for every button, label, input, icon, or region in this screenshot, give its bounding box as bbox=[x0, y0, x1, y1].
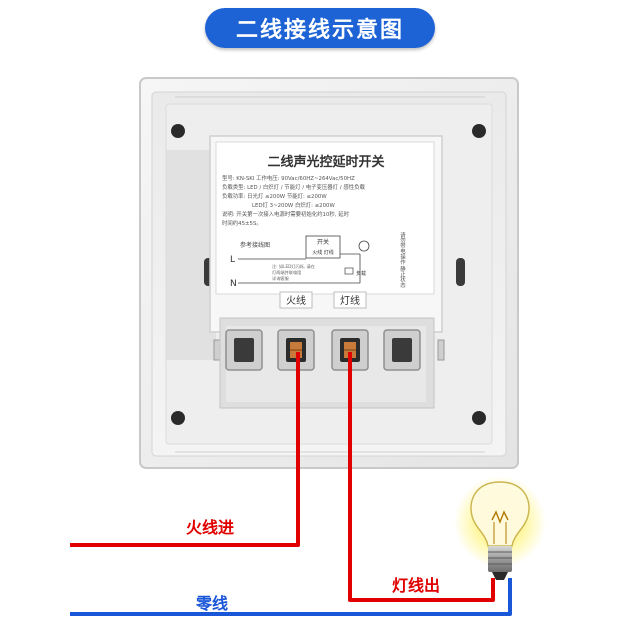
reference-wiring-diagram: 参考接线图 L N 开关 火线 灯线 负载 注: 如LED灯闪烁, 请在 灯两端… bbox=[230, 231, 406, 289]
module-title: 二线声光控延时开关 bbox=[267, 154, 384, 170]
terminal-block-left-empty bbox=[225, 329, 263, 371]
terminal-block-right-empty bbox=[383, 329, 421, 371]
spec-line: 时间约45±5S。 bbox=[222, 219, 262, 227]
neutral-wire bbox=[70, 578, 512, 616]
page-title-banner: 二线接线示意图 bbox=[205, 8, 435, 48]
mounting-hole bbox=[171, 124, 185, 138]
switch-mini-terminals: 火线 灯线 bbox=[312, 249, 334, 256]
note-small: 注: 如LED灯闪烁, 请在 bbox=[272, 263, 315, 270]
reference-label: 参考接线图 bbox=[240, 241, 270, 249]
mounting-hole bbox=[171, 411, 185, 425]
spec-line: 说明: 开关第一次接入电源时需要初始化约10秒, 延时 bbox=[222, 210, 350, 218]
spec-line: 负载功率: 日光灯 ≤200W 节能灯: ≤200W bbox=[222, 192, 327, 200]
mounting-hole bbox=[472, 124, 486, 138]
light-bulb-icon bbox=[454, 476, 546, 580]
note-small: 详询客服 bbox=[272, 275, 290, 282]
terminal-fire-label: 火线 bbox=[286, 294, 306, 307]
spec-line: 负载类型: LED / 白炽灯 / 节能灯 / 电子变压器灯 / 感性负载 bbox=[222, 183, 365, 191]
lamp-out-label: 灯线出 bbox=[392, 576, 441, 595]
spec-line: LED灯 3~200W 白炽灯: ≤200W bbox=[252, 201, 335, 209]
spec-line: 型号: KN-SKI 工作电压: 90Vac/60HZ~264Vac/50HZ bbox=[222, 174, 355, 182]
lamp-mini-icon bbox=[358, 240, 370, 252]
terminal-n-label: N bbox=[230, 279, 237, 289]
note-small: 灯两端并联电阻 bbox=[272, 269, 302, 276]
switch-mini-label: 开关 bbox=[317, 238, 329, 246]
neutral-label: 零线 bbox=[196, 594, 229, 613]
terminal-fire bbox=[277, 329, 315, 371]
fire-in-label: 火线进 bbox=[186, 518, 235, 537]
load-mini-label: 负载 bbox=[356, 270, 366, 277]
terminal-l-label: L bbox=[230, 255, 235, 265]
fire-wire-in bbox=[70, 352, 300, 547]
terminal-lamp-label: 灯线 bbox=[340, 294, 360, 307]
side-warning-note: 请勿带电操作 静止状态 bbox=[399, 231, 406, 288]
mounting-hole bbox=[472, 411, 486, 425]
side-slot bbox=[456, 258, 465, 286]
lamp-wire-out bbox=[348, 352, 495, 602]
terminal-lamp bbox=[331, 329, 369, 371]
switch-module: 二线声光控延时开关 型号: KN-SKI 工作电压: 90Vac/60HZ~26… bbox=[209, 135, 443, 409]
